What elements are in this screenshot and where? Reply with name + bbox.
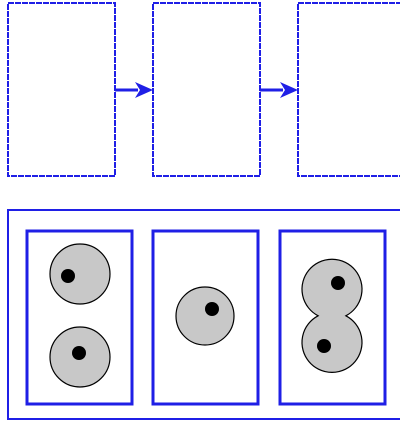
nucleus xyxy=(61,269,75,283)
cell xyxy=(49,243,111,305)
dividing-cell xyxy=(301,258,363,373)
nucleus xyxy=(205,302,219,316)
cells xyxy=(49,243,363,388)
cell xyxy=(49,326,111,388)
top-row-arrows xyxy=(115,82,298,98)
top-frame-1 xyxy=(7,2,116,177)
arrow-right-icon xyxy=(115,82,153,98)
cell xyxy=(175,286,235,346)
nucleus xyxy=(72,346,86,360)
nucleus xyxy=(331,276,345,290)
arrow-right-icon xyxy=(260,82,298,98)
top-row-frames xyxy=(7,2,400,177)
top-frame-2 xyxy=(152,2,261,177)
nucleus xyxy=(317,339,331,353)
top-frame-3 xyxy=(297,2,400,177)
